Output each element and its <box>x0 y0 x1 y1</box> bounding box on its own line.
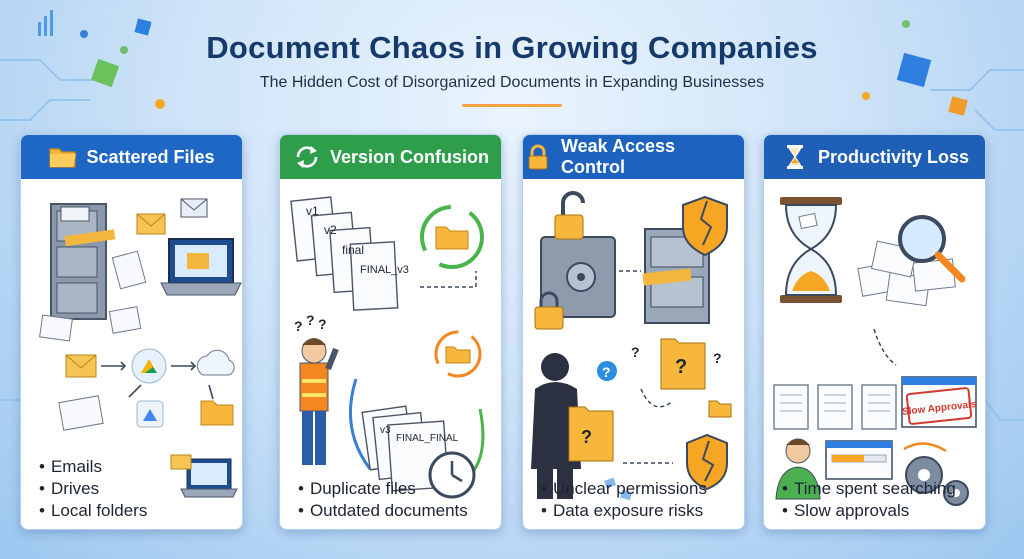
card-illustration: ? ? ? ? ? Unclear permissions <box>523 179 744 529</box>
bullet-item: Emails <box>39 456 147 478</box>
open-padlock-icon <box>554 191 585 240</box>
svg-text:?: ? <box>675 356 687 378</box>
bullet-item: Unclear permissions <box>541 478 707 500</box>
question-folder-icon: ? <box>660 338 706 390</box>
card-title: Productivity Loss <box>817 146 970 167</box>
card-productivity-loss: Productivity Loss <box>763 134 986 530</box>
version-label: FINAL_v3 <box>360 264 409 276</box>
card-title: Version Confusion <box>329 146 489 167</box>
version-label: v3 <box>380 425 391 436</box>
version-label: FINAL_FINAL <box>396 433 459 444</box>
slow-approvals-window-icon: Slow Approvals <box>901 376 977 428</box>
refresh-icon <box>296 146 318 168</box>
card-header: Weak Access Control <box>523 135 744 179</box>
version-label: v1 <box>306 204 319 218</box>
small-folder-icon <box>708 400 732 418</box>
small-sync-folder-icon <box>434 330 482 378</box>
yellow-folder-icon <box>200 400 234 426</box>
sync-folder-icon <box>420 205 484 269</box>
folder-icon <box>49 148 77 168</box>
svg-text:?: ? <box>631 344 640 360</box>
card-title: Weak Access Control <box>560 136 676 177</box>
drive-icon <box>136 400 164 428</box>
safe-icon <box>540 236 616 318</box>
bullet-list: Time spent searching Slow approvals <box>782 478 956 522</box>
magnifying-glass-icon <box>898 215 966 283</box>
subtitle-accent-rule <box>462 104 562 107</box>
svg-text:?: ? <box>713 350 722 366</box>
flow-email-icon <box>65 354 97 378</box>
bullet-list: Unclear permissions Data exposure risks <box>541 478 707 522</box>
bullet-item: Time spent searching <box>782 478 956 500</box>
bullet-list: Emails Drives Local folders <box>39 456 147 522</box>
warning-shield-icon <box>686 433 728 491</box>
large-hourglass-icon <box>780 197 842 303</box>
bullet-item: Outdated documents <box>298 500 468 522</box>
card-scattered-files: Scattered Files <box>20 134 243 530</box>
card-title: Scattered Files <box>86 146 215 167</box>
card-illustration: v1 v2 final FINAL_v3 ? ? ? <box>280 179 501 529</box>
lock-icon <box>528 144 548 170</box>
laptop-small-icon <box>170 454 238 498</box>
card-weak-access-control: Weak Access Control <box>522 134 745 530</box>
card-version-confusion: Version Confusion v1 v2 final FINAL_v3 ?… <box>279 134 502 530</box>
page-subtitle: The Hidden Cost of Disorganized Document… <box>259 74 765 91</box>
documents-folder-icon: ? <box>568 406 614 462</box>
bullet-item: Local folders <box>39 500 147 522</box>
bullet-item: Slow approvals <box>782 500 956 522</box>
filing-cabinet-icon <box>50 203 116 320</box>
card-header: Productivity Loss <box>764 135 985 179</box>
card-illustration: Emails Drives Local folders <box>21 179 242 529</box>
card-header: Version Confusion <box>280 135 501 179</box>
svg-text:?: ? <box>294 318 303 334</box>
card-illustration: Slow Approvals Time spent s <box>764 179 985 529</box>
flow-drive-icon <box>131 348 167 384</box>
padlock-icon <box>534 291 564 330</box>
bullet-item: Data exposure risks <box>541 500 707 522</box>
email-envelope-icon <box>136 198 208 235</box>
bullet-item: Drives <box>39 478 147 500</box>
svg-text:?: ? <box>306 312 315 328</box>
version-label: final <box>342 243 364 257</box>
card-header: Scattered Files <box>21 135 242 179</box>
bullet-list: Duplicate files Outdated documents <box>298 478 468 522</box>
bullet-item: Duplicate files <box>298 478 468 500</box>
progress-window-icon <box>825 440 893 480</box>
hourglass-icon <box>786 145 803 169</box>
confused-person-icon: ? ? ? <box>294 312 339 465</box>
svg-text:?: ? <box>602 364 611 380</box>
svg-text:?: ? <box>581 427 592 447</box>
flow-cloud-icon <box>196 349 235 376</box>
broken-shield-icon <box>682 195 728 257</box>
version-label: v2 <box>324 223 337 237</box>
svg-text:?: ? <box>318 316 327 332</box>
page-title: Document Chaos in Growing Companies <box>206 30 818 65</box>
laptop-icon <box>160 238 242 296</box>
